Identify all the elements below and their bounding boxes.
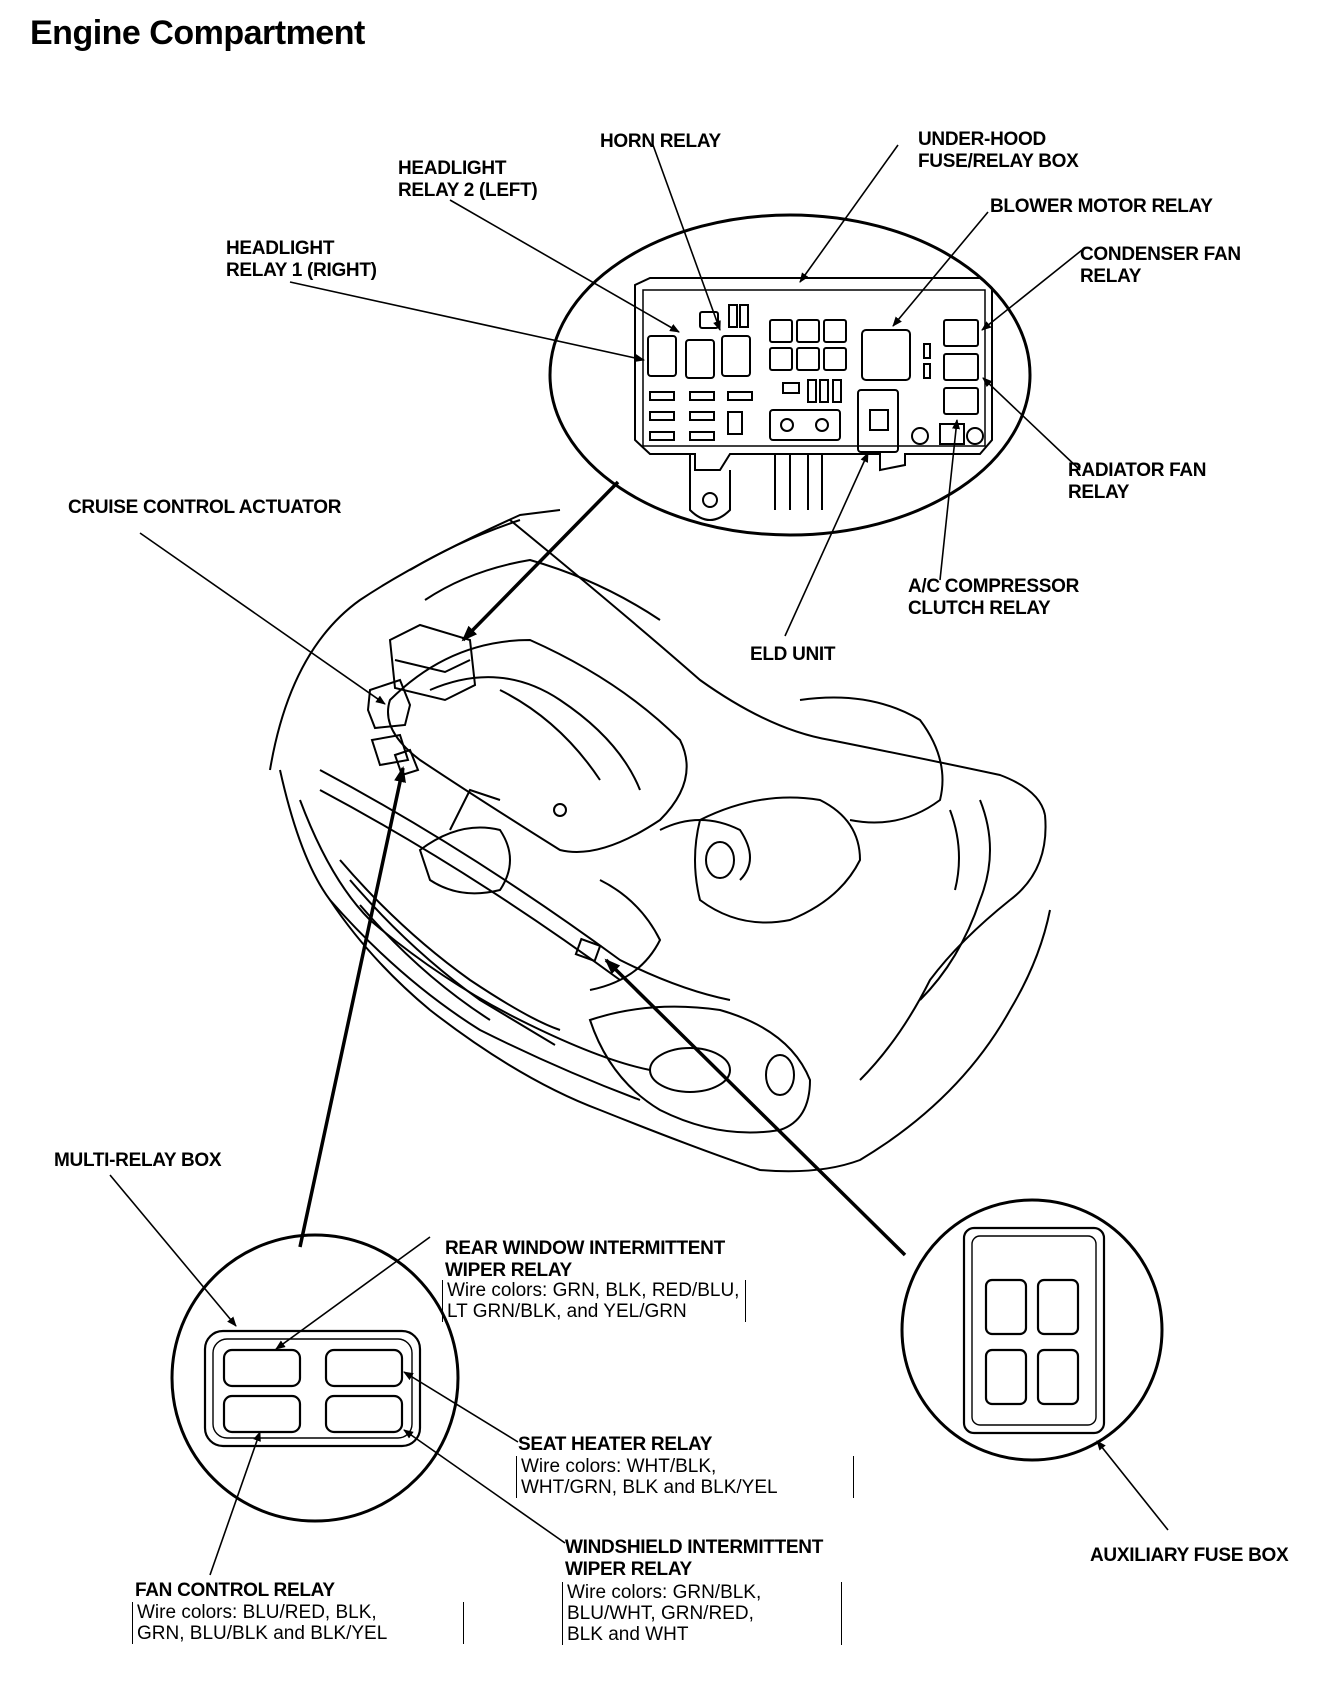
- rear-wiper-wire-line-2: LT GRN/BLK, and YEL/GRN: [447, 1301, 687, 1322]
- headlight-1-line-2: RELAY 1 (RIGHT): [226, 260, 377, 281]
- rear-wiper-wire-line-1: Wire colors: GRN, BLK, RED/BLU,: [447, 1280, 740, 1301]
- rear-wiper-line-1: REAR WINDOW INTERMITTENT: [445, 1238, 725, 1259]
- headlight-relay-2-leader: [449, 199, 680, 333]
- windshield-wire-line-3: BLK and WHT: [567, 1624, 689, 1645]
- headlight-relay-1-leader: [289, 281, 645, 362]
- fan-control-wire-line-1: Wire colors: BLU/RED, BLK,: [137, 1602, 377, 1623]
- windshield-wire-line-1: Wire colors: GRN/BLK,: [567, 1582, 762, 1603]
- ac-line-2: CLUTCH RELAY: [908, 598, 1051, 619]
- fan-control-wire-colors: Wire colors: BLU/RED, BLK, GRN, BLU/BLK …: [132, 1602, 464, 1644]
- auxiliary-fuse-box-label: AUXILIARY FUSE BOX: [1090, 1545, 1289, 1566]
- under-hood-line-1: UNDER-HOOD: [918, 129, 1046, 150]
- headlight-relay-1-label: HEADLIGHT RELAY 1 (RIGHT): [226, 238, 377, 282]
- windshield-wiper-relay-slot: [324, 1394, 404, 1434]
- rear-wiper-relay-slot: [222, 1348, 302, 1388]
- under-hood-fuse-box: [634, 277, 993, 521]
- leader-lines: [109, 144, 1169, 1576]
- windshield-wire-line-2: BLU/WHT, GRN/RED,: [567, 1603, 754, 1624]
- under-hood-fuse-box-callout: [548, 213, 1032, 537]
- headlight-2-line-1: HEADLIGHT: [398, 158, 507, 179]
- multi-relay-box-leader: [109, 1174, 237, 1327]
- under-hood-box-pointer: [461, 480, 620, 642]
- headlight-1-line-1: HEADLIGHT: [226, 238, 335, 259]
- seat-heater-wire-line-2: WHT/GRN, BLK and BLK/YEL: [521, 1477, 778, 1498]
- multi-relay-box: [203, 1329, 422, 1448]
- auxiliary-fuse-box-leader: [1096, 1440, 1169, 1531]
- windshield-wiper-relay-label: WINDSHIELD INTERMITTENT WIPER RELAY: [565, 1537, 823, 1581]
- headlight-relay-2-label: HEADLIGHT RELAY 2 (LEFT): [398, 158, 538, 202]
- cruise-control-actuator-label: CRUISE CONTROL ACTUATOR: [68, 497, 342, 518]
- eld-unit-leader: [784, 452, 869, 637]
- ac-line-1: A/C COMPRESSOR: [908, 576, 1080, 597]
- rear-wiper-wire-colors: Wire colors: GRN, BLK, RED/BLU, LT GRN/B…: [442, 1280, 747, 1322]
- aux-fuse-box-pointer: [604, 958, 907, 1257]
- blower-relay-leader: [892, 211, 989, 327]
- radiator-line-2: RELAY: [1068, 482, 1130, 503]
- multi-relay-box-pointer: [298, 766, 406, 1248]
- rear-wiper-relay-leader: [275, 1236, 431, 1350]
- seat-heater-relay-label: SEAT HEATER RELAY: [518, 1434, 713, 1455]
- page-title: Engine Compartment: [30, 14, 365, 52]
- seat-heater-relay-leader: [403, 1371, 519, 1443]
- seat-heater-relay-slot: [324, 1348, 404, 1388]
- seat-heater-wire-line-1: Wire colors: WHT/BLK,: [521, 1456, 717, 1477]
- horn-relay-leader: [652, 144, 721, 331]
- under-hood-line-2: FUSE/RELAY BOX: [918, 151, 1079, 172]
- radiator-fan-relay-label: RADIATOR FAN RELAY: [1068, 460, 1207, 504]
- radiator-fan-leader: [982, 377, 1081, 471]
- horn-relay-label: HORN RELAY: [600, 131, 721, 152]
- fan-control-relay-label: FAN CONTROL RELAY: [135, 1580, 335, 1601]
- windshield-line-2: WIPER RELAY: [565, 1559, 692, 1580]
- vehicle-engine-bay: [269, 509, 1051, 1173]
- windshield-wiper-relay-leader: [403, 1429, 566, 1544]
- condenser-fan-relay-label: CONDENSER FAN RELAY: [1080, 244, 1241, 288]
- callout-pointers: [298, 480, 907, 1257]
- ac-compressor-leader: [939, 419, 961, 581]
- under-hood-box-leader: [799, 144, 899, 283]
- fan-control-relay-leader: [209, 1431, 261, 1576]
- headlight-2-line-2: RELAY 2 (LEFT): [398, 180, 538, 201]
- windshield-wiper-wire-colors: Wire colors: GRN/BLK, BLU/WHT, GRN/RED, …: [562, 1582, 842, 1645]
- windshield-line-1: WINDSHIELD INTERMITTENT: [565, 1537, 824, 1558]
- auxiliary-fuse-box: [962, 1226, 1106, 1435]
- condenser-line-2: RELAY: [1080, 266, 1142, 287]
- cruise-control-leader: [139, 532, 386, 705]
- condenser-line-1: CONDENSER FAN: [1080, 244, 1241, 265]
- rear-wiper-relay-label: REAR WINDOW INTERMITTENT WIPER RELAY: [445, 1238, 725, 1282]
- blower-motor-relay-label: BLOWER MOTOR RELAY: [990, 196, 1213, 217]
- multi-relay-box-label: MULTI-RELAY BOX: [54, 1150, 222, 1171]
- fan-control-relay-slot: [222, 1394, 302, 1434]
- ac-compressor-clutch-relay-label: A/C COMPRESSOR CLUTCH RELAY: [908, 576, 1079, 620]
- rear-wiper-line-2: WIPER RELAY: [445, 1260, 572, 1281]
- auxiliary-fuse-box-callout: [900, 1198, 1164, 1462]
- multi-relay-box-callout: [170, 1233, 460, 1523]
- condenser-fan-leader: [981, 249, 1083, 331]
- radiator-line-1: RADIATOR FAN: [1068, 460, 1207, 481]
- seat-heater-wire-colors: Wire colors: WHT/BLK, WHT/GRN, BLK and B…: [516, 1456, 854, 1498]
- eld-unit-label: ELD UNIT: [750, 644, 836, 665]
- under-hood-fuse-box-label: UNDER-HOOD FUSE/RELAY BOX: [918, 129, 1079, 173]
- fan-control-wire-line-2: GRN, BLU/BLK and BLK/YEL: [137, 1623, 388, 1644]
